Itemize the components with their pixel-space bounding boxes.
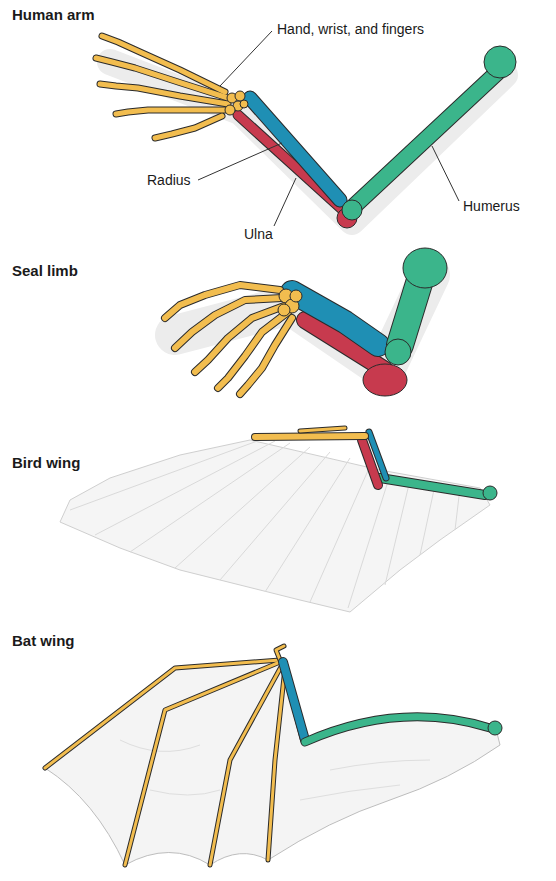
bird-wing — [60, 428, 497, 612]
human-arm — [96, 36, 516, 228]
part-label: Ulna — [244, 226, 273, 242]
seal-limb — [165, 248, 447, 396]
section-heading: Seal limb — [12, 262, 78, 279]
part-label: Humerus — [463, 198, 520, 214]
part-label: Hand, wrist, and fingers — [277, 21, 424, 37]
section-heading: Human arm — [12, 6, 95, 23]
leader-lines — [198, 31, 459, 226]
section-heading: Bat wing — [12, 632, 75, 649]
bat-wing — [45, 646, 502, 865]
section-heading: Bird wing — [12, 454, 80, 471]
part-label: Radius — [147, 172, 191, 188]
